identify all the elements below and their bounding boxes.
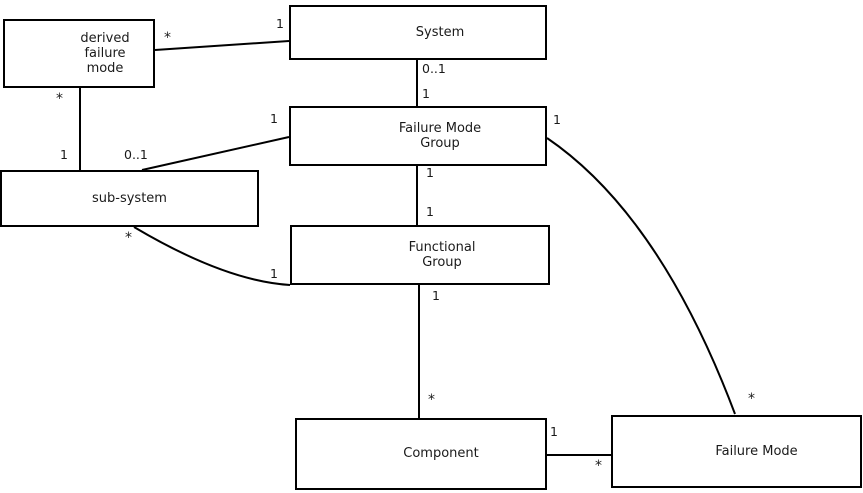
class-box-system[interactable]: System	[289, 5, 547, 60]
multiplicity-sub-system--functional-group-target-multiplicity: 1	[270, 266, 278, 281]
multiplicity-functional-group--component-target-multiplicity: *	[428, 392, 435, 408]
class-box-functional-group[interactable]: Functional Group	[290, 225, 550, 285]
multiplicity-failure-mode-group--failure-mode-source-multiplicity: 1	[553, 112, 561, 127]
multiplicity-failure-mode-group--functional-group-source-multiplicity: 1	[426, 165, 434, 180]
class-name-derived-failure-mode: derived failure mode	[80, 30, 130, 77]
association-failure-mode-group--failure-mode	[546, 137, 736, 415]
multiplicity-sub-system--functional-group-source-multiplicity: *	[125, 230, 132, 246]
class-name-system: System	[415, 24, 465, 40]
multiplicity-derived-failure-mode--sub-system-source-multiplicity: *	[56, 91, 63, 107]
class-box-failure-mode[interactable]: Failure Mode	[611, 415, 862, 488]
multiplicity-component--failure-mode-target-multiplicity: *	[595, 458, 602, 474]
multiplicity-system--failure-mode-group-target-multiplicity: 1	[422, 86, 430, 101]
class-name-sub-system: sub-system	[92, 190, 167, 206]
multiplicity-functional-group--component-source-multiplicity: 1	[432, 288, 440, 303]
class-box-failure-mode-group[interactable]: Failure Mode Group	[289, 106, 547, 166]
multiplicity-system--failure-mode-group-source-multiplicity: 0..1	[422, 61, 446, 76]
class-box-derived-failure-mode[interactable]: derived failure mode	[3, 19, 155, 88]
multiplicity-derived-failure-mode--sub-system-target-multiplicity: 1	[60, 147, 68, 162]
class-name-failure-mode: Failure Mode	[715, 443, 798, 459]
association-failure-mode-group--sub-system	[141, 136, 290, 171]
multiplicity-failure-mode-group--sub-system-target-multiplicity: 0..1	[124, 147, 148, 162]
multiplicity-component--failure-mode-source-multiplicity: 1	[550, 424, 558, 439]
class-name-functional-group: Functional Group	[408, 239, 476, 270]
multiplicity-failure-mode-group--sub-system-source-multiplicity: 1	[270, 111, 278, 126]
class-box-sub-system[interactable]: sub-system	[0, 170, 259, 227]
multiplicity-failure-mode-group--failure-mode-target-multiplicity: *	[748, 391, 755, 407]
multiplicity-failure-mode-group--functional-group-target-multiplicity: 1	[426, 204, 434, 219]
multiplicity-derived-failure-mode--system-target-multiplicity: 1	[276, 16, 284, 31]
association-sub-system--functional-group	[133, 226, 291, 286]
class-box-component[interactable]: Component	[295, 418, 547, 490]
class-name-failure-mode-group: Failure Mode Group	[398, 120, 482, 151]
association-derived-failure-mode--system	[154, 40, 290, 51]
class-name-component: Component	[403, 446, 479, 462]
multiplicity-derived-failure-mode--system-source-multiplicity: *	[164, 30, 171, 46]
